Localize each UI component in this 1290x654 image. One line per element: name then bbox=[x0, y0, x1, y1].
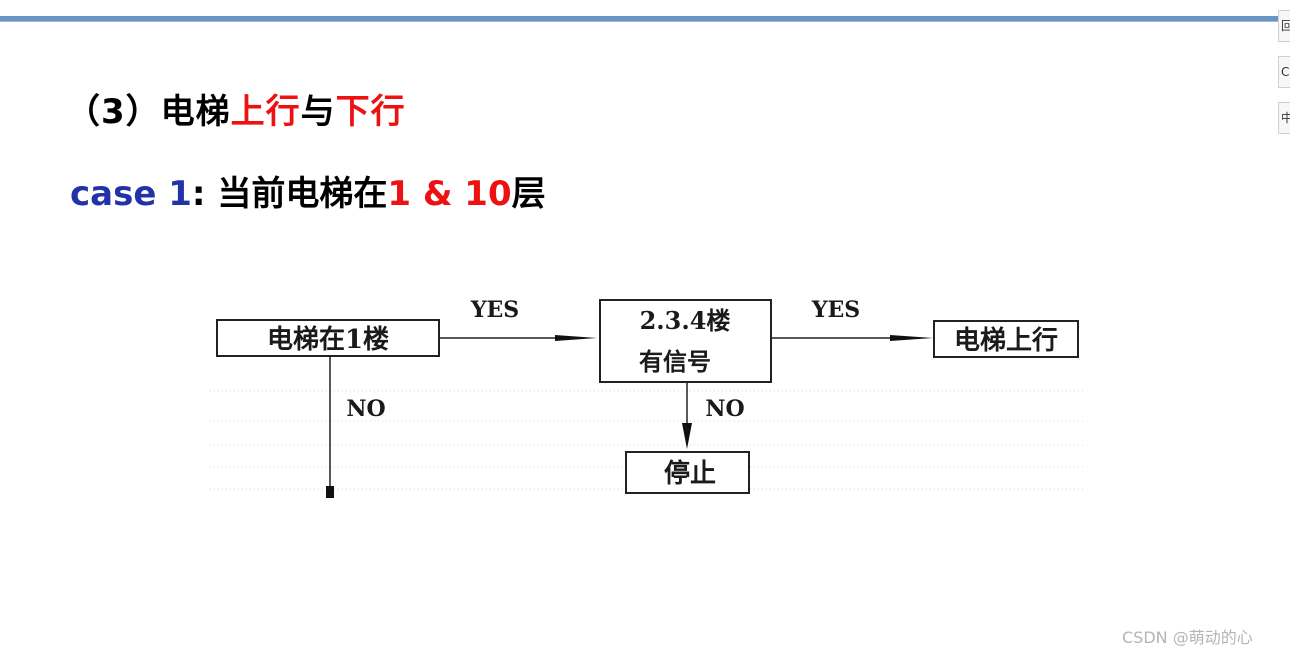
arrowhead-3 bbox=[326, 486, 334, 498]
subtitle-suffix: 层 bbox=[511, 174, 546, 214]
title-up: 上行 bbox=[230, 92, 301, 132]
watermark: CSDN @萌动的心 bbox=[1122, 628, 1253, 647]
arrowhead-1 bbox=[555, 335, 597, 341]
title-down: 下行 bbox=[335, 92, 406, 132]
side-widget-3-label: 中 bbox=[1281, 111, 1290, 125]
no-label-1: NO bbox=[346, 396, 385, 422]
case-label: case 1 bbox=[70, 174, 192, 214]
side-widget-1-label: 回 bbox=[1281, 19, 1290, 33]
title-prefix: （3）电梯 bbox=[66, 92, 231, 132]
no-label-2: NO bbox=[705, 396, 744, 422]
box-signal-line1: 2.3.4楼 bbox=[640, 306, 731, 335]
title-conj: 与 bbox=[300, 92, 336, 132]
side-widget-3-icon[interactable]: 中 bbox=[1278, 102, 1290, 134]
box-up-label: 电梯上行 bbox=[954, 325, 1058, 356]
side-widget-1-icon[interactable]: 回 bbox=[1278, 10, 1290, 42]
side-widget-2-label: C bbox=[1281, 65, 1290, 79]
side-widget-2-icon[interactable]: C bbox=[1278, 56, 1290, 88]
subtitle-text: : 当前电梯在 bbox=[191, 174, 388, 214]
yes-label-2: YES bbox=[811, 297, 860, 323]
box-signal-line2: 有信号 bbox=[639, 347, 711, 376]
arrowhead-2 bbox=[890, 335, 933, 341]
box-stop bbox=[625, 451, 750, 494]
subtitle-floors: 1 & 10 bbox=[387, 174, 512, 214]
slide-subtitle: case 1: 当前电梯在1 & 10层 bbox=[70, 166, 546, 215]
box-stop-label: 停止 bbox=[664, 458, 716, 489]
box-up bbox=[933, 320, 1079, 358]
arrowhead-4 bbox=[682, 423, 692, 449]
top-divider bbox=[0, 16, 1280, 22]
flowchart-svg: 电梯在1楼 YES 2.3.4楼 有信号 YES 电梯上行 NO NO bbox=[210, 297, 1085, 498]
yes-label-1: YES bbox=[470, 297, 519, 323]
box-signal bbox=[599, 299, 772, 383]
slide-title: （3）电梯上行与下行 bbox=[66, 84, 406, 133]
flowchart-image: 电梯在1楼 YES 2.3.4楼 有信号 YES 电梯上行 NO NO bbox=[205, 283, 1090, 498]
box-start-label: 电梯在1楼 bbox=[267, 325, 389, 355]
